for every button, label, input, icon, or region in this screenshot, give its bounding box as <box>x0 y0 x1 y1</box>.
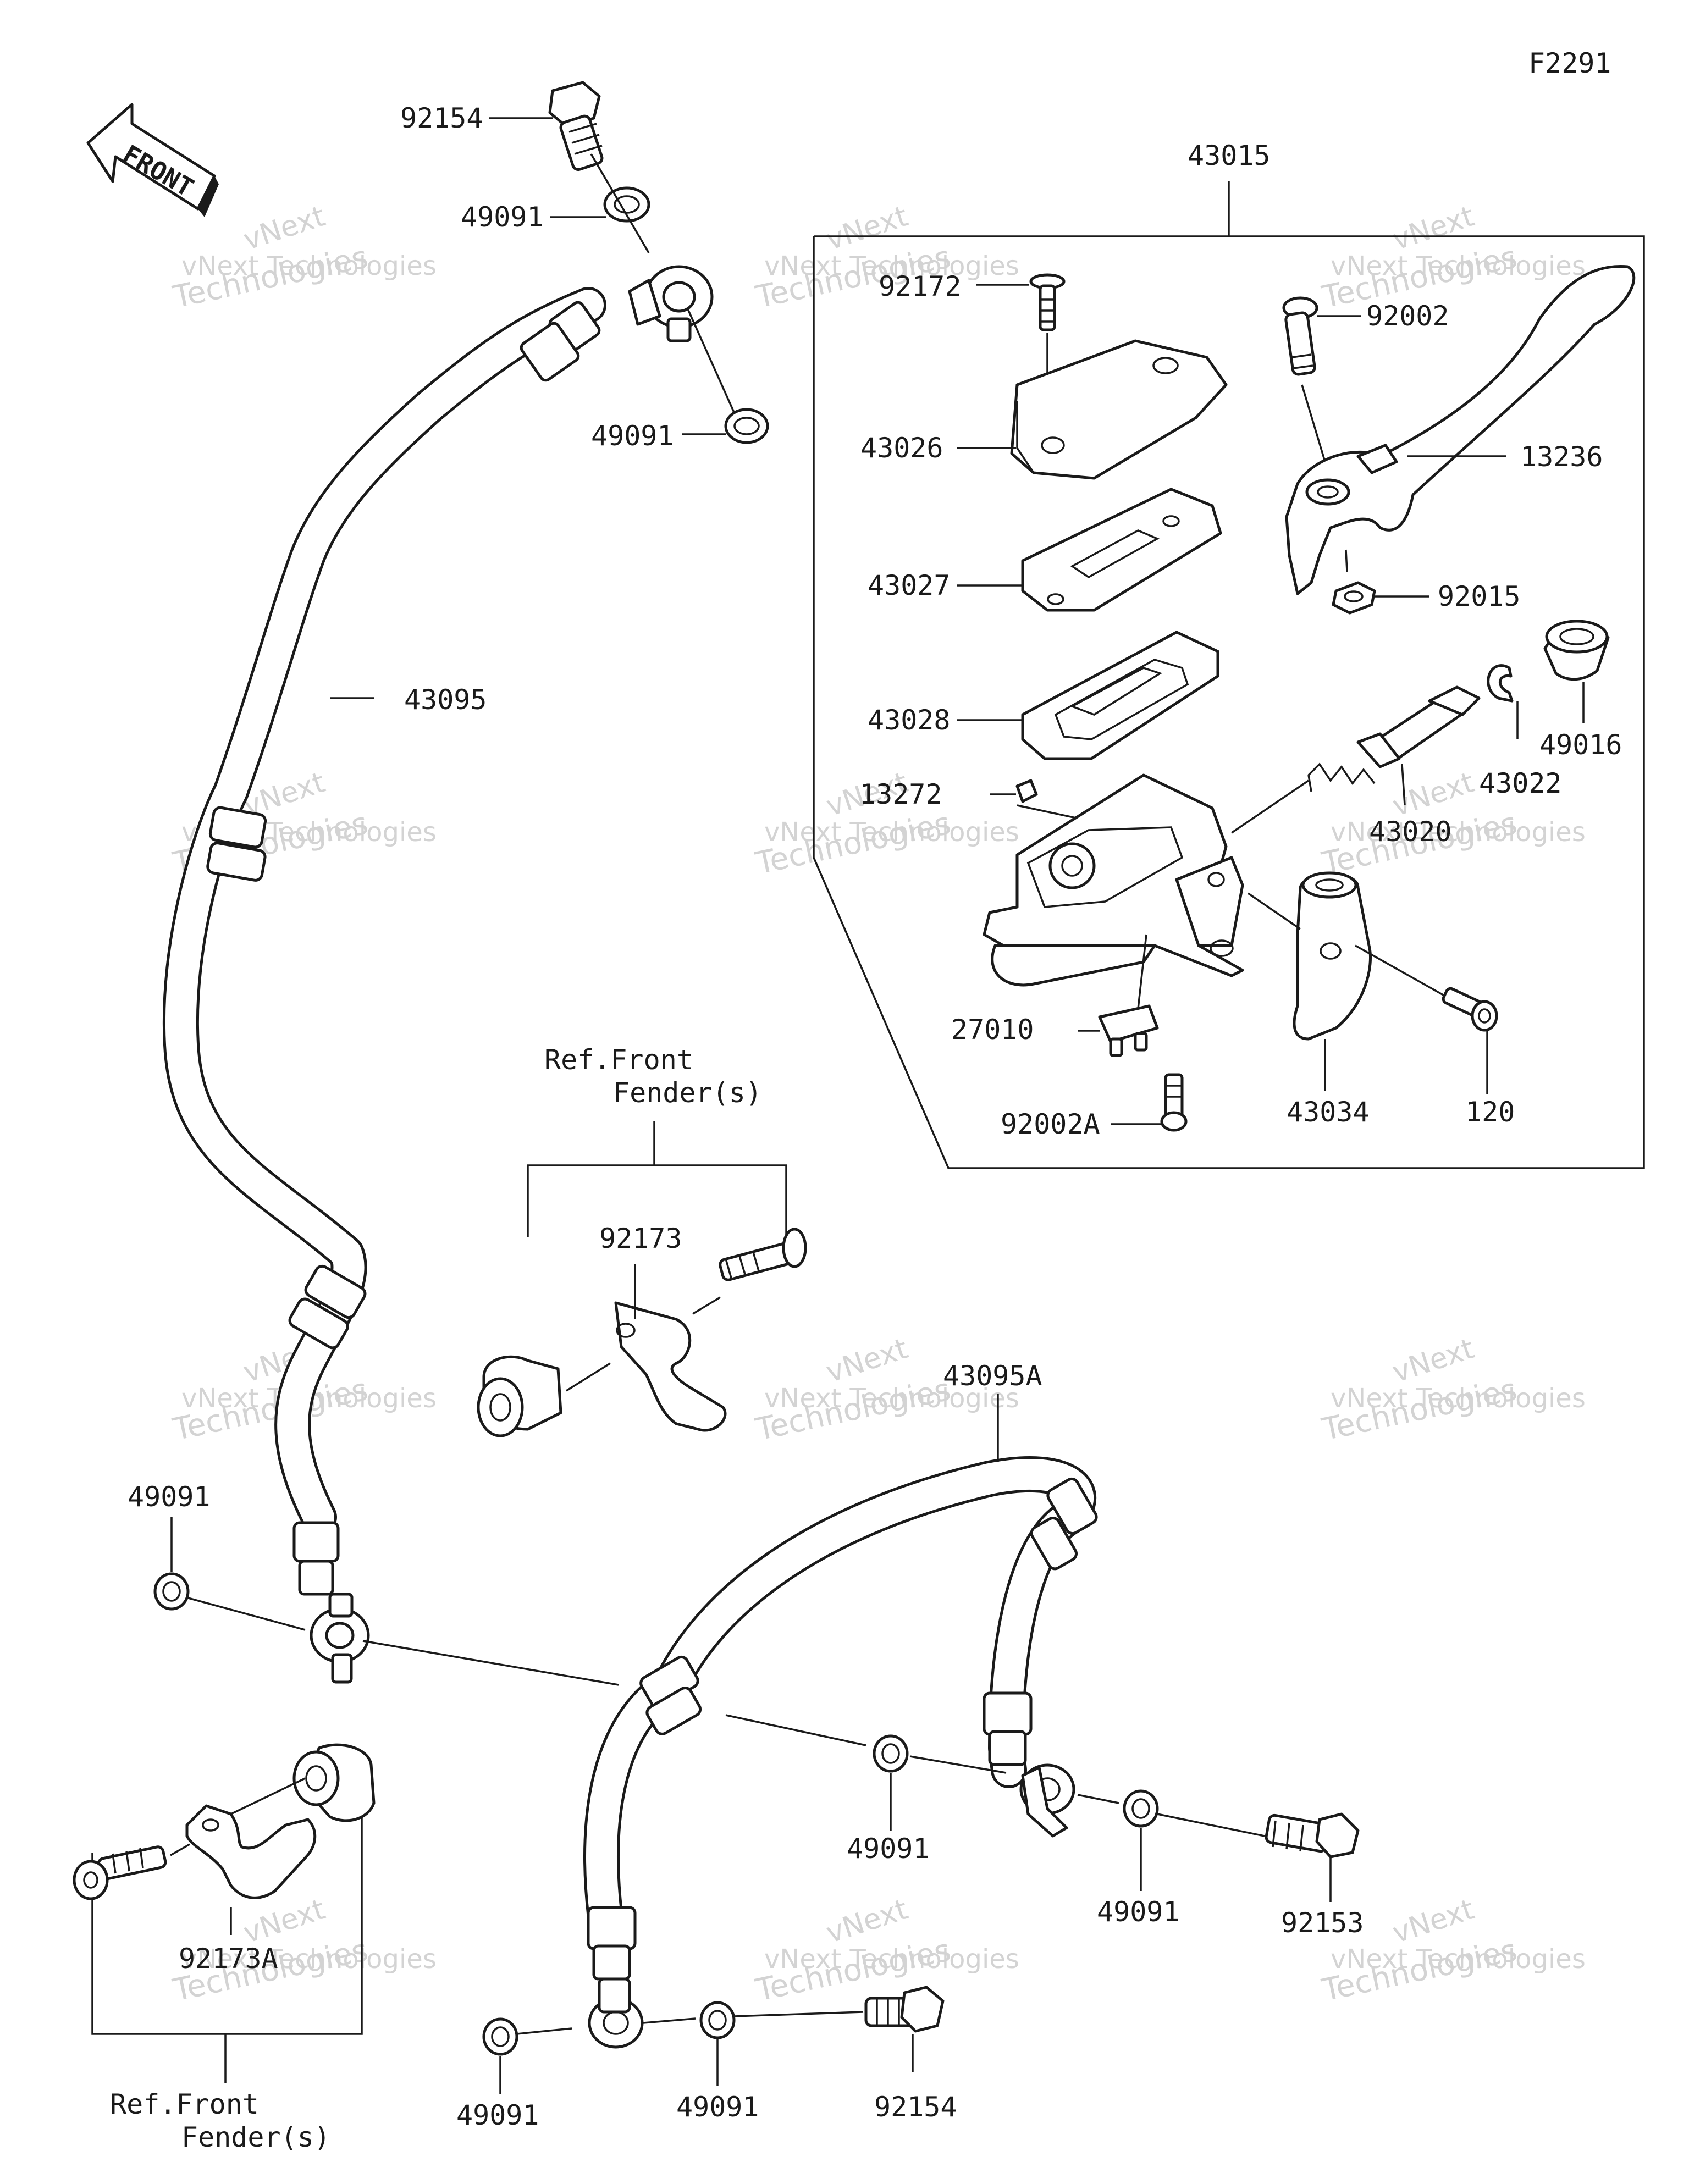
watermark-text: vNext Technologies <box>764 1383 1019 1414</box>
watermark-text: vNext Technologies <box>764 251 1019 281</box>
ref-label-line1: Ref.Front <box>544 1044 693 1076</box>
watermark-text: vNext Technologies <box>181 1944 437 1975</box>
part-label-92173: 92173 <box>599 1223 682 1254</box>
washer-49091-bottom-left <box>482 2017 518 2056</box>
banjo-bolt-92154-top <box>548 81 604 172</box>
watermark-text: vNext Technologies <box>1331 817 1586 848</box>
washer-49091-upper <box>724 408 769 444</box>
ref-label-line2: Fender(s) <box>613 1077 762 1109</box>
banjo-fitting-lower-left <box>588 1977 644 2049</box>
part-label-49016: 49016 <box>1539 729 1622 761</box>
reservoir-cap-43026 <box>1010 339 1228 480</box>
dust-boot-49016 <box>1543 620 1610 681</box>
part-label-13236: 13236 <box>1520 441 1603 473</box>
clip-13272 <box>1015 779 1038 803</box>
part-label-43028: 43028 <box>868 704 951 736</box>
watermark-text: vNext <box>1388 200 1478 257</box>
watermark-text: vNext <box>239 200 329 257</box>
watermark-text: vNext Technologies <box>764 817 1019 848</box>
brake-switch-27010 <box>1098 1004 1159 1057</box>
banjo-fitting-middle <box>310 1593 370 1684</box>
watermark-text: vNext <box>822 1332 912 1389</box>
washer-49091-right <box>1123 1789 1159 1828</box>
banjo-fitting-lower-right <box>1019 1763 1075 1838</box>
washer-49091-mid <box>873 1734 909 1773</box>
watermark-text: vNext <box>822 200 912 257</box>
bolt-92173-upper <box>719 1228 807 1281</box>
part-label-92002A: 92002A <box>1001 1108 1100 1140</box>
part-label-49091: 49091 <box>1097 1896 1180 1928</box>
watermark-text: vNext Technologies <box>1331 251 1586 281</box>
part-label-92015: 92015 <box>1438 580 1521 612</box>
collar-92173 <box>477 1355 562 1437</box>
part-label-92173A: 92173A <box>179 1943 278 1975</box>
part-label-49091: 49091 <box>676 2091 759 2123</box>
handlebar-clamp-43034 <box>1293 871 1372 1041</box>
part-label-92002: 92002 <box>1366 300 1449 332</box>
part-label-49091: 49091 <box>128 1481 211 1513</box>
part-label-43027: 43027 <box>868 570 951 601</box>
piston-kit-43020 <box>1307 685 1481 792</box>
bolt-92173A <box>73 1845 167 1900</box>
pivot-bolt-92002 <box>1282 296 1318 376</box>
screw-92002A <box>1160 1073 1188 1132</box>
washer-49091-bottom-mid <box>699 2001 736 2039</box>
part-label-43020: 43020 <box>1369 816 1452 848</box>
banjo-fitting-top <box>628 265 714 342</box>
ref-bracket-lower: Ref.Front Fender(s) <box>91 1784 363 2153</box>
part-label-43015: 43015 <box>1188 140 1271 172</box>
watermark-text: vNext <box>239 1893 329 1950</box>
part-label-92154: 92154 <box>400 102 483 134</box>
watermark-text: vNext <box>822 1893 912 1950</box>
part-label-49091: 49091 <box>456 2099 539 2131</box>
brake-lever-13236 <box>1285 264 1636 595</box>
bolt-120 <box>1442 987 1498 1032</box>
part-label-49091: 49091 <box>847 1833 930 1865</box>
part-label-92154: 92154 <box>874 2091 957 2123</box>
diaphragm-plate-43027 <box>1021 488 1222 612</box>
part-label-92153: 92153 <box>1281 1907 1364 1939</box>
circlip-43022 <box>1487 664 1514 703</box>
collar-92173A <box>292 1743 376 1822</box>
part-label-43095: 43095 <box>404 684 487 716</box>
ref-bracket-upper: Ref.Front Fender(s) <box>527 1044 787 1237</box>
brake-hose-43095 <box>162 287 606 1596</box>
part-label-43022: 43022 <box>1479 767 1562 799</box>
diagram-code: F2291 <box>1528 47 1611 79</box>
watermark-text: vNext <box>1388 1332 1478 1389</box>
part-label-92172: 92172 <box>879 270 962 302</box>
banjo-bolt-92153 <box>1265 1812 1360 1859</box>
bracket-92173A <box>185 1804 317 1899</box>
watermark-text: vNext <box>1388 1893 1478 1950</box>
part-label-49091: 49091 <box>461 201 544 233</box>
banjo-bolt-92154-bottom <box>864 1986 945 2033</box>
nut-92015 <box>1332 581 1376 615</box>
screw-92172 <box>1029 273 1066 331</box>
part-label-43095A: 43095A <box>943 1360 1042 1392</box>
part-label-120: 120 <box>1465 1096 1515 1128</box>
part-label-43026: 43026 <box>860 432 943 464</box>
master-cylinder-assembly-box: 43015 <box>813 140 1645 1169</box>
watermark-text: vNext Technologies <box>1331 1944 1586 1975</box>
diaphragm-43028 <box>1021 631 1219 760</box>
brake-hose-43095A <box>583 1456 1098 1981</box>
front-direction-arrow-icon: FRONT <box>86 103 219 217</box>
master-cylinder-body <box>983 773 1244 987</box>
watermark-text: vNext Technologies <box>1331 1383 1586 1414</box>
part-label-27010: 27010 <box>951 1014 1034 1046</box>
part-label-49091: 49091 <box>591 420 674 452</box>
part-label-43034: 43034 <box>1287 1096 1370 1128</box>
watermark-text: vNext Technologies <box>181 251 437 281</box>
washer-49091-left <box>153 1572 190 1611</box>
part-label-13272: 13272 <box>859 778 942 810</box>
ref-label-line2: Fender(s) <box>181 2121 330 2153</box>
watermark-text: vNext Technologies <box>764 1944 1019 1975</box>
ref-label-line1: Ref.Front <box>110 2088 259 2120</box>
bracket-92173 <box>614 1301 727 1432</box>
